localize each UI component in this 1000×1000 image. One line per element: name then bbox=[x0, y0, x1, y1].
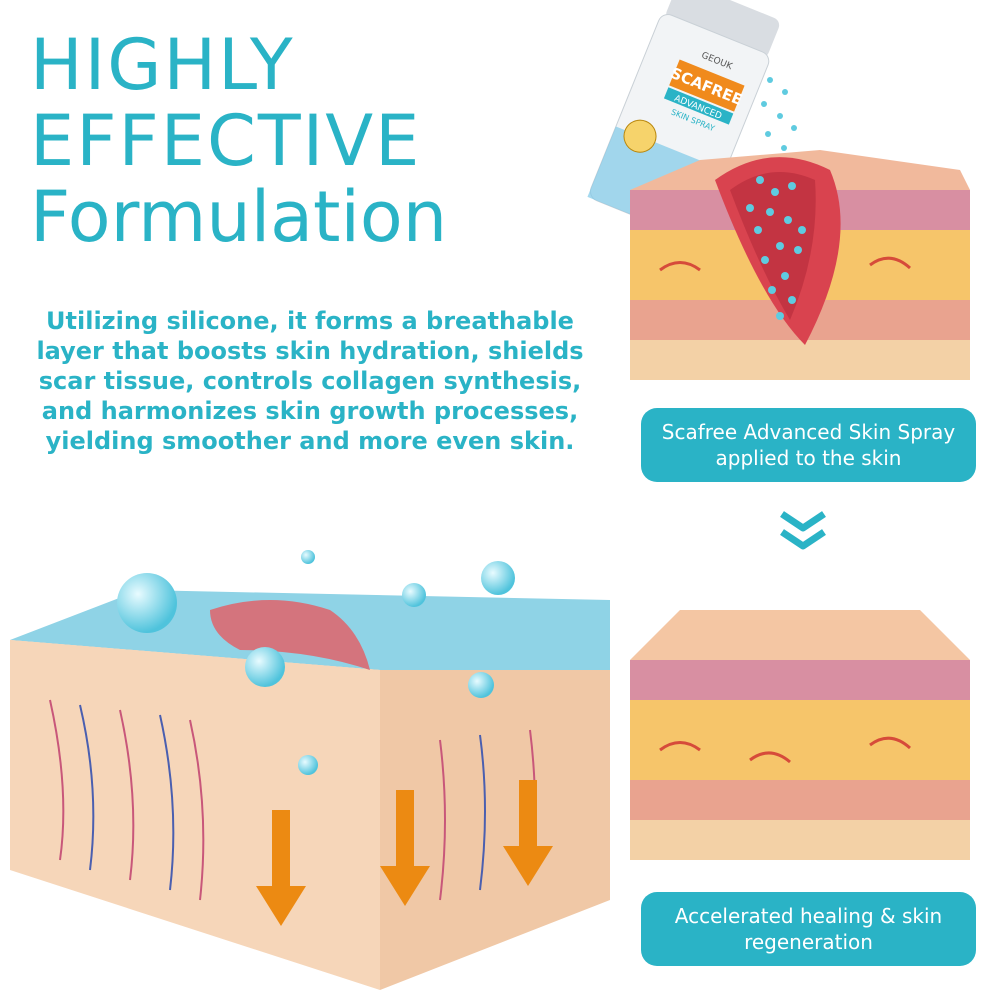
headline-line-3: Formulation bbox=[30, 176, 448, 258]
step-2-caption: Accelerated healing & skin regeneration bbox=[641, 892, 976, 966]
healed-skin-illustration bbox=[620, 600, 980, 870]
wounded-skin-illustration bbox=[620, 120, 980, 390]
headline-line-2: EFFECTIVE bbox=[30, 100, 422, 182]
step-1-caption: Scafree Advanced Skin Spray applied to t… bbox=[641, 408, 976, 482]
approved-seal-icon bbox=[623, 119, 657, 153]
description-text: Utilizing silicone, it forms a breathabl… bbox=[36, 307, 584, 455]
headline: HIGHLY EFFECTIVE Formulation bbox=[30, 30, 447, 252]
chevron-down-icon bbox=[778, 510, 828, 559]
water-bubbles-decoration bbox=[110, 545, 530, 785]
headline-line-1: HIGHLY bbox=[30, 24, 295, 106]
